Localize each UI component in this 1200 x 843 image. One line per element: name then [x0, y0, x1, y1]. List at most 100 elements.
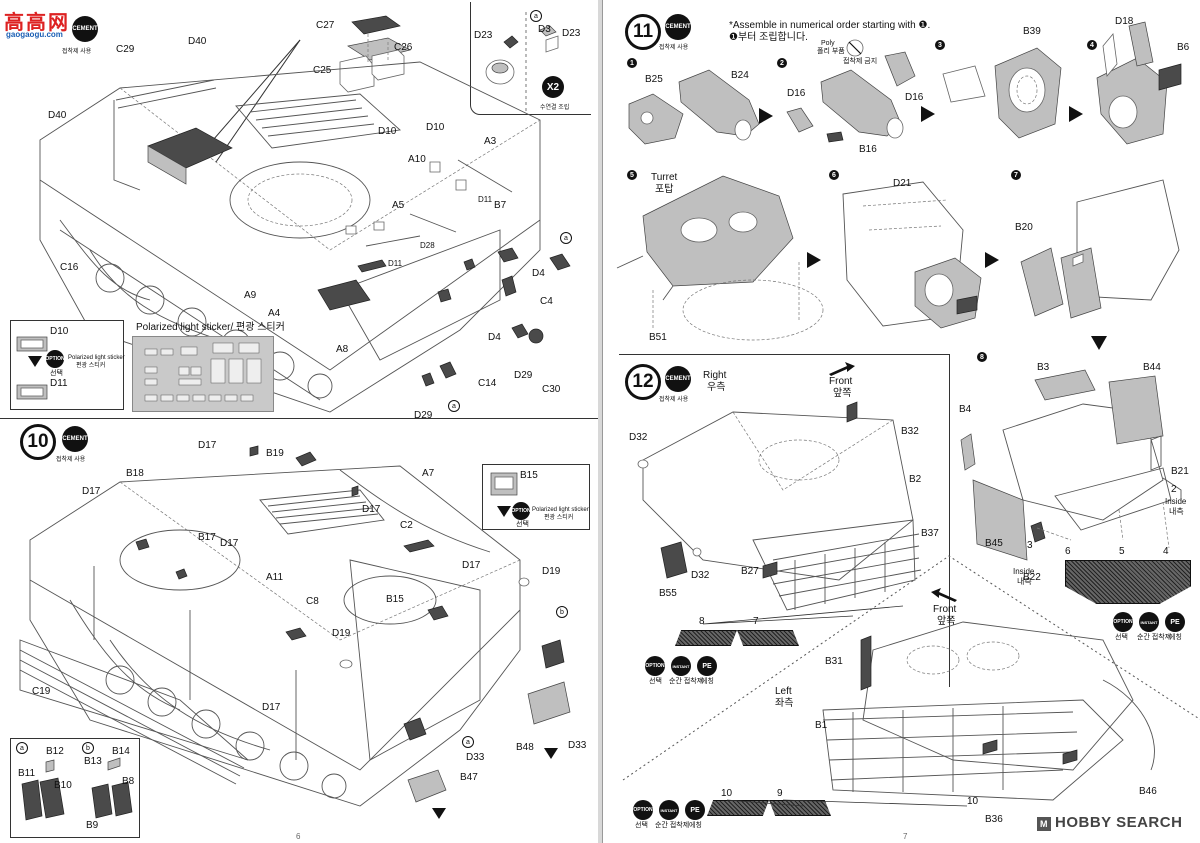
next-arrow-down-icon: [1091, 336, 1107, 350]
part-number: 3: [1027, 540, 1033, 551]
part-label: B6: [1177, 42, 1190, 53]
option-badge: OPTION: [45, 350, 65, 368]
part-label: B48: [516, 742, 534, 753]
part-label: B15: [386, 594, 404, 605]
substep-3: 3: [935, 40, 945, 50]
inside-label: Inside: [1013, 567, 1035, 576]
instruction-page-left: 高 高 网 gaogaogu.com CEMENT 접착제 사용 C27 C26…: [0, 0, 599, 843]
front-label-kr: 앞쪽: [833, 388, 852, 399]
part-label: C14: [478, 378, 497, 389]
hull-drawing-step12-left: [822, 621, 1155, 801]
inside-label: Inside: [1165, 497, 1187, 506]
instant-cement-badge: INSTANT: [1139, 612, 1159, 632]
option-note: 선택: [1115, 634, 1128, 641]
sticker-note-kr: 편광 스티커: [76, 363, 106, 369]
polarized-sticker-sheet: [132, 336, 274, 412]
part-label: B51: [649, 332, 667, 343]
part-label: B47: [460, 772, 478, 783]
part-label: C27: [316, 20, 335, 31]
part-label: D17: [198, 440, 217, 451]
part-label: D23: [474, 30, 493, 41]
side-label-left-kr: 좌측: [775, 698, 794, 709]
part-label: B3: [1037, 362, 1050, 373]
turret-drawings: [616, 175, 1180, 341]
cement-note-step10: 접착제 사용: [56, 457, 86, 463]
section-divider: [0, 418, 598, 419]
part-label: B14: [112, 746, 130, 757]
part-label: D33: [466, 752, 485, 763]
part-label: D33: [568, 740, 587, 751]
hull-drawing-step12-right: [637, 401, 922, 611]
part-label: A4: [268, 308, 281, 319]
assembly-instruction: *Assemble in numerical order starting wi…: [729, 20, 931, 31]
part-label: A5: [392, 200, 405, 211]
callout-letter: b: [82, 742, 94, 754]
part-label: D17: [262, 702, 281, 713]
x2-note: 수연결 조립: [540, 105, 570, 111]
part-label: A8: [336, 344, 349, 355]
part-label: D29: [514, 370, 533, 381]
part-label: B18: [126, 468, 144, 479]
sticker-note: Polarized light sticker: [532, 507, 589, 513]
part-number: 10: [721, 788, 733, 799]
front-arrow-icon: [829, 362, 855, 376]
part-label: D4: [488, 332, 501, 343]
turret-label-kr: 포탑: [655, 184, 674, 195]
part-label: D10: [50, 326, 69, 337]
flip-arrow-icon: [432, 808, 446, 819]
watermark-logo: 高 高 网 gaogaogu.com: [4, 12, 68, 39]
page-number: 7: [903, 832, 908, 841]
pe-note: 에칭: [1169, 634, 1182, 641]
side-skirt-drawings: [960, 369, 1182, 561]
step-number-11: 11: [625, 14, 661, 50]
part-label: D17: [462, 560, 481, 571]
part-label: D19: [332, 628, 351, 639]
part-label: D40: [48, 110, 67, 121]
part-label: B20: [1015, 222, 1033, 233]
cement-note-step12: 접착제 사용: [659, 397, 689, 403]
instant-cement-note: 순간 접착제: [1137, 634, 1172, 641]
option-badge: OPTION: [633, 800, 653, 820]
gun-mantlet-drawings: [628, 21, 1182, 145]
part-label: A9: [244, 290, 257, 301]
poly-label-kr: 폴리 부품: [817, 48, 845, 55]
front-label: Front: [829, 376, 853, 387]
part-label: B31: [825, 656, 843, 667]
substep-6: 6: [829, 170, 839, 180]
part-label: D28: [420, 241, 435, 250]
part-label: B2: [909, 474, 922, 485]
part-label: D17: [82, 486, 101, 497]
part-label: B13: [84, 756, 102, 767]
instant-cement-note: 순간 접착제: [669, 678, 704, 685]
substep-1: 1: [627, 58, 637, 68]
part-number: 4: [1163, 546, 1169, 557]
part-label: D4: [532, 268, 545, 279]
part-label: B37: [921, 528, 939, 539]
next-arrow-icon: [807, 252, 821, 268]
part-label: B39: [1023, 26, 1041, 37]
part-label: D29: [414, 410, 433, 421]
part-label: B12: [46, 746, 64, 757]
part-label: B1: [815, 720, 828, 731]
part-label: B44: [1143, 362, 1161, 373]
part-label: B24: [731, 70, 749, 81]
part-label: A3: [484, 136, 497, 147]
inside-label-kr: 내측: [1017, 577, 1032, 586]
next-arrow-icon: [1069, 106, 1083, 122]
part-label: D17: [220, 538, 239, 549]
part-number: 10: [967, 796, 979, 807]
part-number: 9: [777, 788, 783, 799]
part-label: B36: [985, 814, 1003, 825]
callout-letter: a: [448, 400, 460, 412]
part-label: B32: [901, 426, 919, 437]
part-label: C30: [542, 384, 561, 395]
part-label: B4: [959, 404, 972, 415]
sticker-note-kr: 편광 스티커: [544, 515, 574, 521]
part-label: A7: [422, 468, 435, 479]
part-label: D19: [542, 566, 561, 577]
callout-letter: a: [560, 232, 572, 244]
part-label: C19: [32, 686, 51, 697]
instruction-page-right: 11 CEMENT 접착제 사용 *Assemble in numerical …: [602, 0, 1200, 843]
option-badge: OPTION: [645, 656, 665, 676]
